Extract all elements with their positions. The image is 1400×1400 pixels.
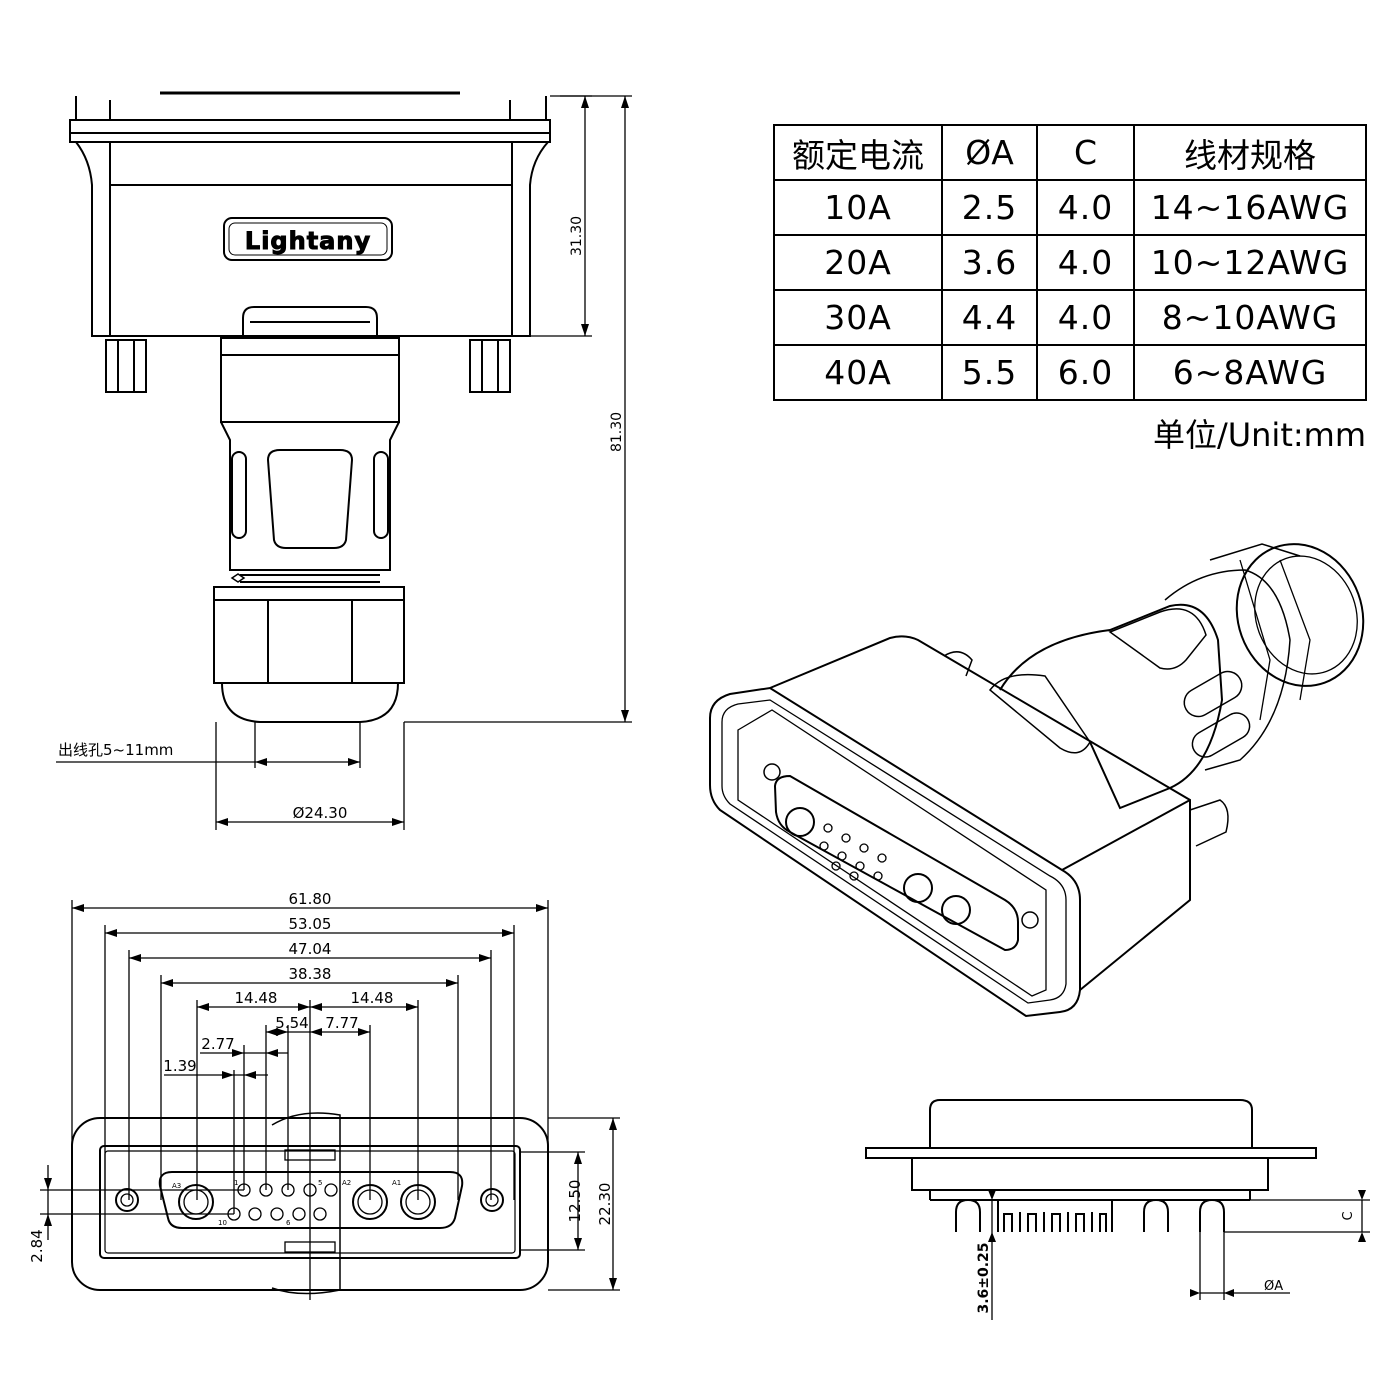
table-cell: 8~10AWG <box>1133 289 1367 346</box>
dim-pitch-left: 14.48 <box>235 989 278 1007</box>
pin-mark-6: 6 <box>286 1219 291 1227</box>
table-cell: 10A <box>773 179 943 236</box>
table-cell: 4.4 <box>941 289 1038 346</box>
table-row: 30A 4.4 4.0 8~10AWG <box>773 289 1367 346</box>
table-row: 40A 5.5 6.0 6~8AWG <box>773 344 1367 401</box>
table-cell: 4.0 <box>1036 234 1135 291</box>
table-cell: 2.5 <box>941 179 1038 236</box>
dim-height-total: 81.30 <box>609 412 625 452</box>
table-cell: 6.0 <box>1036 344 1135 401</box>
dim-height-22-30: 22.30 <box>596 1183 614 1226</box>
brand-logo-text: Lightany <box>245 227 371 255</box>
pin-mark-5: 5 <box>318 1179 322 1187</box>
dim-pin-c: C <box>1341 1211 1356 1220</box>
pin-mark-1: 1 <box>234 1179 238 1187</box>
table-cell: 4.0 <box>1036 179 1135 236</box>
dim-height-body: 31.30 <box>569 216 585 256</box>
header-diameter-a: ØA <box>941 124 1038 181</box>
pin-profile-view <box>865 1099 1317 1232</box>
dim-height-2-84: 2.84 <box>28 1229 46 1262</box>
dim-pin-length: 3.6±0.25 <box>976 1242 992 1313</box>
header-c: C <box>1036 124 1135 181</box>
table-cell: 40A <box>773 344 943 401</box>
table-cell: 5.5 <box>941 344 1038 401</box>
header-rated-current: 额定电流 <box>773 124 943 181</box>
dim-nut-diameter: Ø24.30 <box>293 804 348 822</box>
table-cell: 6~8AWG <box>1133 344 1367 401</box>
dim-width-overall: 61.80 <box>289 890 332 908</box>
table-row: 10A 2.5 4.0 14~16AWG <box>773 179 1367 236</box>
dim-1-39: 1.39 <box>163 1057 196 1075</box>
pin-mark-a1: A1 <box>392 1179 401 1187</box>
table-cell: 20A <box>773 234 943 291</box>
dim-5-54: 5.54 <box>275 1014 308 1032</box>
dim-pitch-right: 14.48 <box>351 989 394 1007</box>
table-row: 20A 3.6 4.0 10~12AWG <box>773 234 1367 291</box>
front-view-dimensions <box>40 900 620 1300</box>
dimension-arrows <box>44 96 1366 1297</box>
dim-width-mount: 53.05 <box>289 915 332 933</box>
unit-note: 单位/Unit:mm <box>1152 416 1366 454</box>
pin-mark-a2: A2 <box>342 1179 351 1187</box>
side-view-dimensions <box>56 95 632 830</box>
table-cell: 10~12AWG <box>1133 234 1367 291</box>
pin-markers: A3 1 5 A2 A1 10 6 <box>172 1179 401 1227</box>
dim-height-12-50: 12.50 <box>566 1180 584 1223</box>
dim-pin-a: ØA <box>1264 1279 1283 1294</box>
spec-table-header: 额定电流 ØA C 线材规格 <box>773 124 1367 181</box>
isometric-view <box>709 543 1365 1018</box>
side-view <box>69 91 551 723</box>
header-wire-gauge: 线材规格 <box>1133 124 1367 181</box>
table-cell: 14~16AWG <box>1133 179 1367 236</box>
pin-mark-10: 10 <box>218 1219 227 1227</box>
pin-mark-a3: A3 <box>172 1182 181 1190</box>
dim-width-shell: 47.04 <box>289 940 332 958</box>
dim-cable-hole: 出线孔5~11mm <box>58 741 173 759</box>
dim-2-77: 2.77 <box>201 1035 234 1053</box>
pin-profile-dimensions <box>991 1199 1370 1320</box>
dim-width-insert: 38.38 <box>289 965 332 983</box>
spec-table: 额定电流 ØA C 线材规格 10A 2.5 4.0 14~16AWG 20A … <box>773 124 1367 401</box>
table-cell: 30A <box>773 289 943 346</box>
table-cell: 4.0 <box>1036 289 1135 346</box>
dim-7-77: 7.77 <box>325 1014 358 1032</box>
table-cell: 3.6 <box>941 234 1038 291</box>
